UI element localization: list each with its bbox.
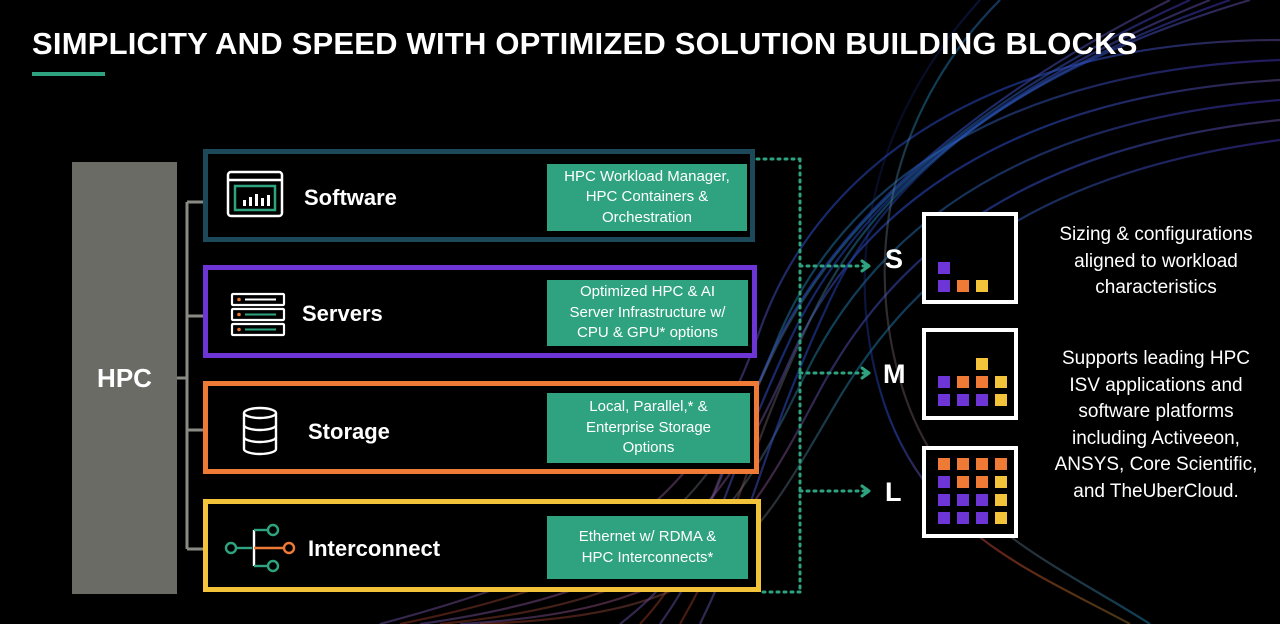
server-rack-icon xyxy=(230,292,286,343)
block-software: Software HPC Workload Manager, HPC Conta… xyxy=(203,149,755,242)
block-name-storage: Storage xyxy=(308,419,390,444)
block-servers: Servers Optimized HPC & AI Server Infras… xyxy=(203,265,757,358)
network-branch-icon xyxy=(224,522,302,579)
size-medium-grid-icon xyxy=(938,358,1007,406)
size-label-l: L xyxy=(885,477,902,507)
size-small-grid-icon xyxy=(938,262,988,292)
desc-servers: Optimized HPC & AI Server Infrastructure… xyxy=(547,280,748,346)
database-icon xyxy=(240,406,280,461)
size-large-box xyxy=(922,446,1018,538)
size-small-box xyxy=(922,212,1018,304)
isv-support-description: Supports leading HPC ISV applications an… xyxy=(1054,348,1258,502)
desc-interconnect: Ethernet w/ RDMA & HPC Interconnects* xyxy=(547,516,748,579)
block-name-servers: Servers xyxy=(302,301,383,326)
block-storage: Storage Local, Parallel,* & Enterprise S… xyxy=(203,381,759,474)
block-interconnect: Interconnect Ethernet w/ RDMA & HPC Inte… xyxy=(203,499,761,592)
hpc-bar: HPC xyxy=(72,162,177,594)
block-name-interconnect: Interconnect xyxy=(308,536,441,561)
size-large-grid-icon xyxy=(938,458,1007,524)
sizing-description: Sizing & configurations aligned to workl… xyxy=(1059,224,1253,298)
size-label-m: M xyxy=(883,359,906,389)
size-medium-box xyxy=(922,328,1018,420)
hpc-label: HPC xyxy=(97,362,152,393)
page-title: SIMPLICITY AND SPEED WITH OPTIMIZED SOLU… xyxy=(32,26,1138,61)
title-underline xyxy=(32,72,105,76)
desc-storage: Local, Parallel,* & Enterprise Storage O… xyxy=(547,393,750,463)
size-label-s: S xyxy=(885,244,904,274)
block-name-software: Software xyxy=(304,185,397,210)
desc-software: HPC Workload Manager, HPC Containers & O… xyxy=(547,164,747,231)
monitor-chart-icon xyxy=(226,170,284,223)
